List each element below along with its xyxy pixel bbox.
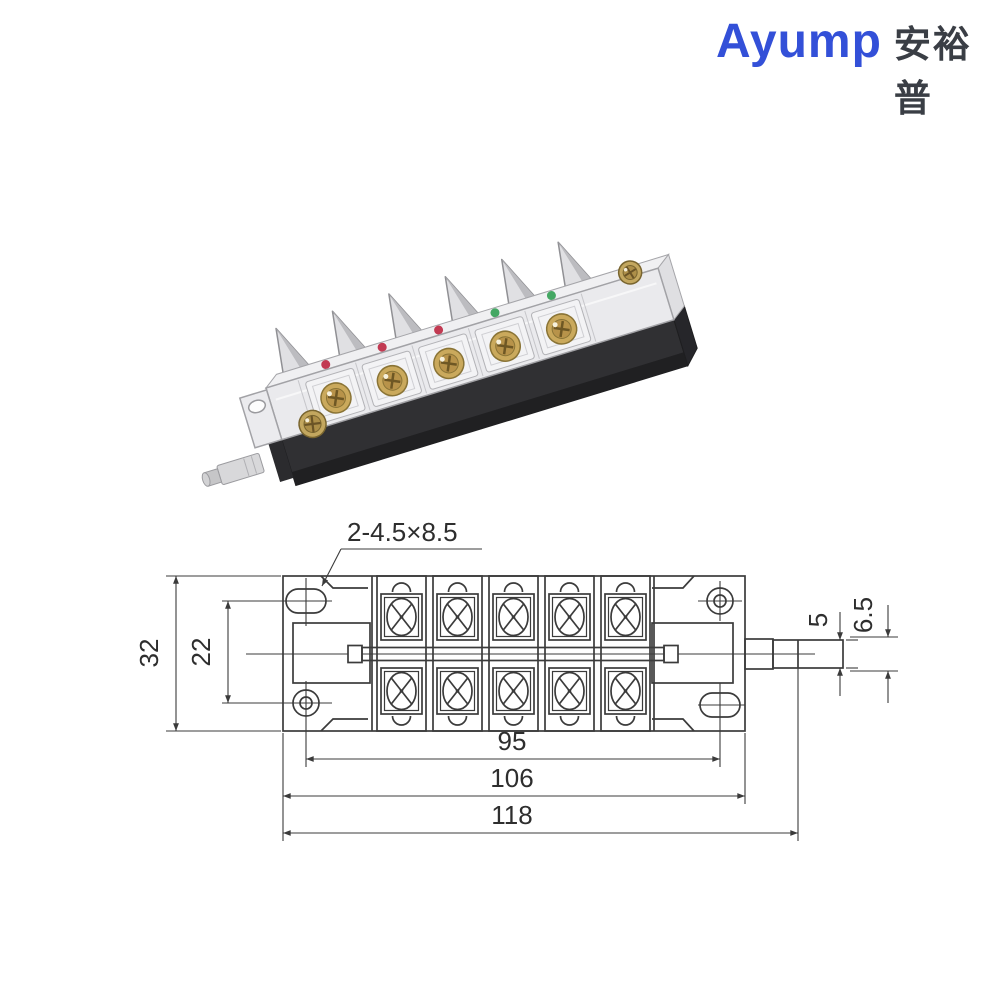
brand-name: Ayump <box>716 15 882 68</box>
dim-overall-length: 118 <box>283 668 799 841</box>
central-bus-bar <box>347 644 679 664</box>
dim-mount-hole-span-label: 95 <box>498 726 527 756</box>
dim-overall-height: 32 <box>134 575 281 732</box>
dim-body-length-label: 106 <box>490 763 533 793</box>
terminal-strip <box>371 576 655 731</box>
indicator-dot-green <box>490 308 500 318</box>
dim-body-length: 106 <box>282 733 746 841</box>
dim-mount-hole-span: 95 <box>306 726 720 762</box>
right-cavity <box>651 622 734 684</box>
dim-tab-height: 6.5 <box>848 597 898 703</box>
corner-screw-right <box>617 260 643 285</box>
dim-tab-height-label: 6.5 <box>848 597 878 633</box>
left-cavity <box>292 622 371 684</box>
dim-overall-height-label: 32 <box>134 639 164 668</box>
mounting-hole-round-topright <box>698 581 742 621</box>
indicator-dot-red <box>321 360 331 370</box>
product-photo <box>201 241 698 487</box>
mounting-hole-slot-topleft <box>222 578 332 626</box>
dim-slot-note: 2-4.5×8.5 <box>321 517 482 587</box>
clear-cover <box>238 253 685 449</box>
mounting-hole-round-bottomleft <box>222 681 332 767</box>
dim-tab-width: 5 <box>803 612 858 696</box>
dim-overall-length-label: 118 <box>491 800 532 830</box>
dim-tab-width-label: 5 <box>803 613 833 627</box>
center-bar-pin <box>201 452 265 487</box>
dimension-drawing: 2-4.5×8.5 32 22 95 <box>134 517 898 841</box>
mounting-hole-slot-bottomright <box>698 683 745 767</box>
brand-logo: Ayump 安裕普 <box>716 14 1000 122</box>
brand-name-chinese: 安裕普 <box>893 24 972 119</box>
indicator-dot-green <box>546 291 556 301</box>
corner-screw-left <box>298 409 327 439</box>
indicator-dot-red <box>434 325 444 335</box>
indicator-dots <box>321 291 556 370</box>
dim-hole-row-spacing: 22 <box>186 601 231 703</box>
side-tab <box>744 638 844 670</box>
mounting-flange <box>238 388 283 449</box>
indicator-dot-red <box>377 342 387 352</box>
dim-hole-row-spacing-label: 22 <box>186 638 216 667</box>
flange-slot-hole <box>247 399 267 414</box>
dim-slot-note-label: 2-4.5×8.5 <box>347 517 458 547</box>
